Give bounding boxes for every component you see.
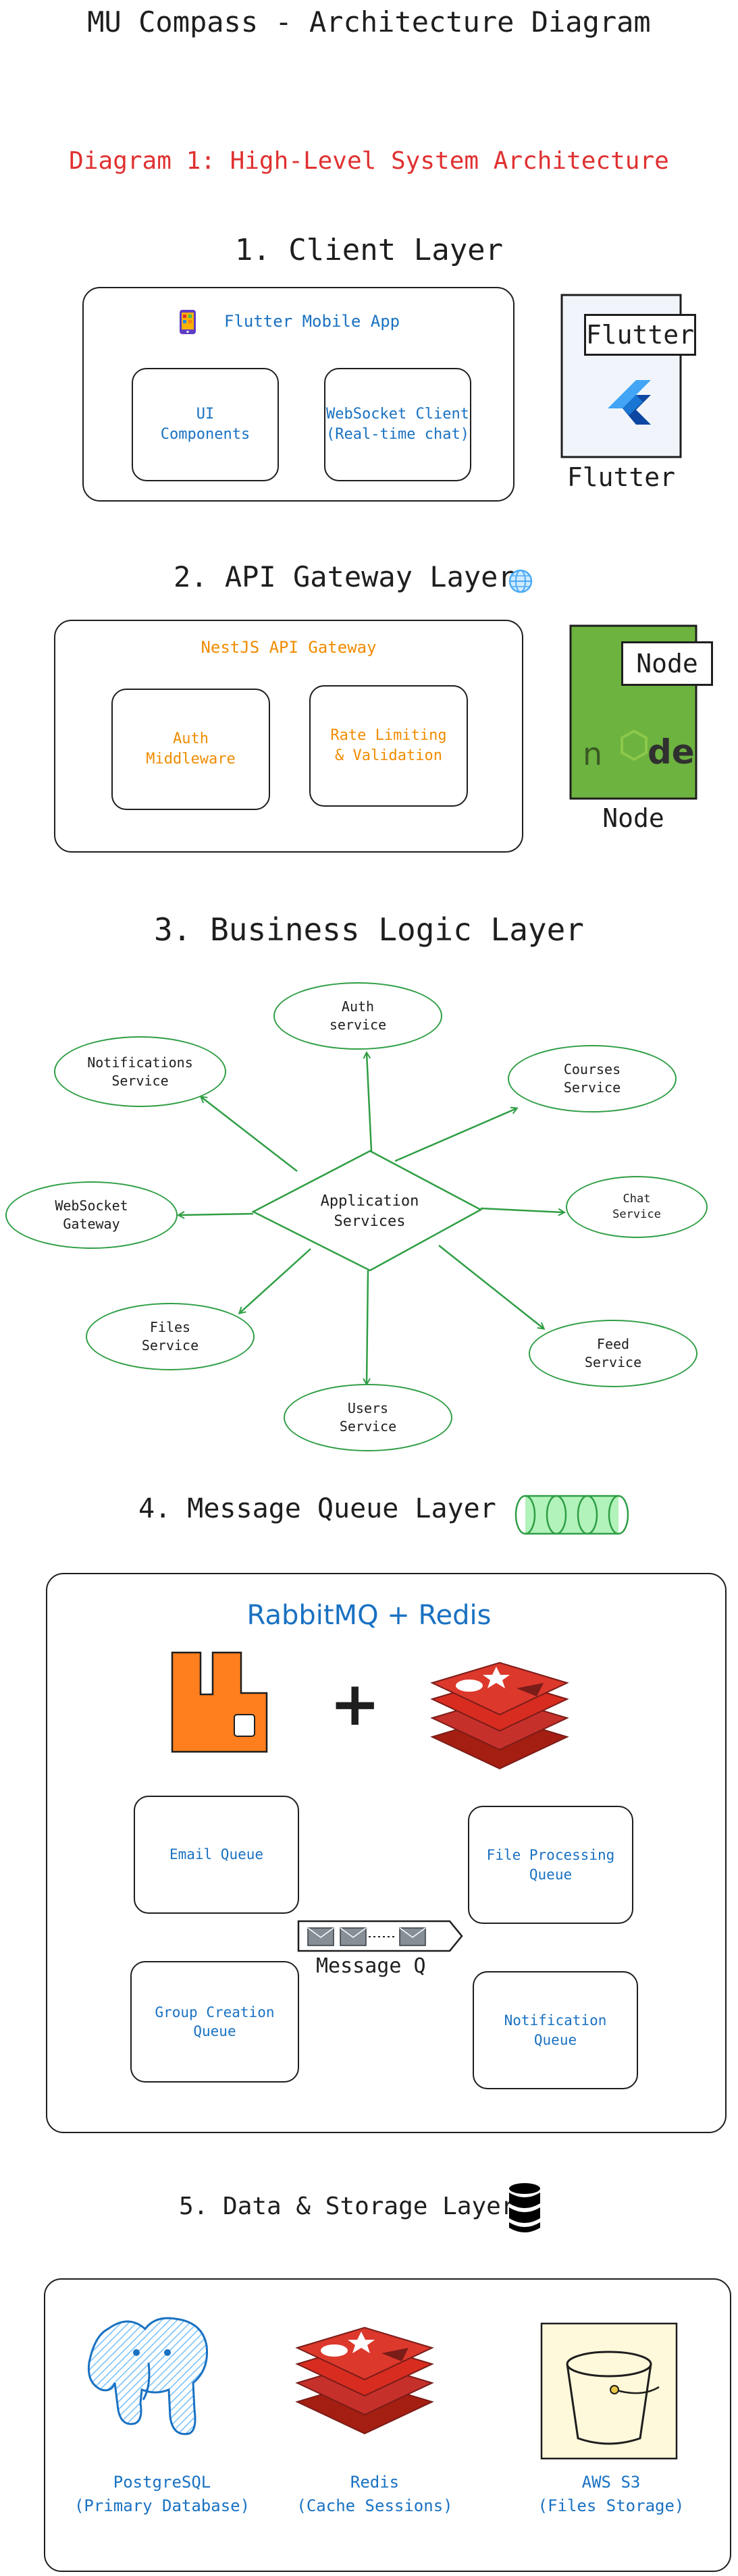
redis-label: Redis (Cache Sessions) bbox=[296, 2473, 453, 2515]
rabbitmq-logo bbox=[165, 1647, 273, 1758]
arrow-to-courses bbox=[394, 1108, 517, 1162]
feed-service: Feed Service bbox=[529, 1320, 697, 1387]
api-gateway-box bbox=[54, 620, 523, 853]
nestjs-gateway-label: NestJS API Gateway bbox=[201, 638, 377, 657]
websocket-client-box: WebSocket Client (Real-time chat) bbox=[324, 368, 471, 481]
users-service: Users Service bbox=[284, 1384, 452, 1451]
svg-text:de: de bbox=[648, 732, 695, 772]
mobile-phone-icon bbox=[178, 309, 197, 338]
arrow-to-websocket bbox=[179, 1214, 254, 1215]
file-processing-queue-box: File Processing Queue bbox=[468, 1806, 633, 1924]
arrow-to-auth bbox=[367, 1053, 373, 1152]
globe-icon bbox=[508, 568, 533, 597]
svg-text:n: n bbox=[583, 736, 602, 772]
application-services-label: Application Services bbox=[320, 1193, 419, 1230]
page-title: MU Compass - Architecture Diagram bbox=[87, 5, 651, 38]
ui-components-box: UI Components bbox=[132, 368, 279, 481]
diagram-title: Diagram 1: High-Level System Architectur… bbox=[69, 147, 669, 175]
flutter-caption: Flutter bbox=[566, 462, 676, 492]
notifications-service: Notifications Service bbox=[54, 1036, 226, 1107]
data-storage-heading: 5. Data & Storage Layer bbox=[179, 2193, 516, 2220]
client-layer-heading: 1. Client Layer bbox=[234, 233, 504, 267]
flutter-tag: Flutter bbox=[584, 314, 696, 356]
group-creation-queue-box: Group Creation Queue bbox=[130, 1961, 299, 2083]
flutter-app-label: Flutter Mobile App bbox=[224, 312, 400, 331]
courses-service: Courses Service bbox=[508, 1045, 677, 1112]
message-queue-heading: 4. Message Queue Layer bbox=[138, 1493, 496, 1524]
arrow-to-feed bbox=[438, 1245, 544, 1329]
application-services-diamond bbox=[251, 1150, 483, 1272]
auth-middleware-box: Auth Middleware bbox=[111, 689, 270, 810]
business-logic-arrows bbox=[0, 0, 738, 1485]
node-tag-text: Node bbox=[636, 649, 698, 678]
flutter-tag-text: Flutter bbox=[585, 320, 695, 350]
postgresql-logo bbox=[81, 2309, 216, 2446]
arrow-to-notifications bbox=[201, 1097, 298, 1172]
email-queue-box: Email Queue bbox=[134, 1796, 299, 1914]
rate-limiting-box: Rate Limiting & Validation bbox=[309, 685, 468, 807]
message-q-label: Message Q bbox=[316, 1954, 426, 1978]
node-tag: Node bbox=[621, 641, 713, 686]
arrow-to-chat bbox=[480, 1207, 564, 1212]
aws-s3-label: AWS S3 (Files Storage) bbox=[537, 2473, 685, 2515]
auth-service: Auth service bbox=[273, 982, 442, 1050]
notification-queue-box: Notification Queue bbox=[473, 1971, 638, 2089]
aws-s3-logo bbox=[540, 2322, 679, 2463]
arrow-to-files bbox=[240, 1248, 311, 1313]
database-icon bbox=[508, 2182, 542, 2238]
node-caption: Node bbox=[602, 803, 664, 833]
plus-sign: + bbox=[330, 1669, 381, 1740]
files-service: Files Service bbox=[86, 1303, 255, 1370]
redis-logo-storage bbox=[294, 2322, 436, 2440]
business-logic-heading: 3. Business Logic Layer bbox=[154, 911, 584, 948]
api-gateway-heading: 2. API Gateway Layer bbox=[174, 560, 515, 593]
message-queue-box bbox=[46, 1573, 727, 2133]
websocket-gateway: WebSocket Gateway bbox=[5, 1181, 178, 1249]
redis-logo-queue bbox=[429, 1657, 571, 1775]
chat-service: Chat Service bbox=[566, 1176, 708, 1238]
message-queue-icon bbox=[296, 1916, 465, 1959]
arrow-to-users bbox=[367, 1270, 368, 1384]
queue-cylinder-icon bbox=[513, 1493, 631, 1539]
client-layer-box bbox=[82, 287, 515, 502]
rabbitmq-redis-title: RabbitMQ + Redis bbox=[246, 1600, 492, 1631]
postgresql-label: PostgreSQL (Primary Database) bbox=[74, 2473, 251, 2515]
